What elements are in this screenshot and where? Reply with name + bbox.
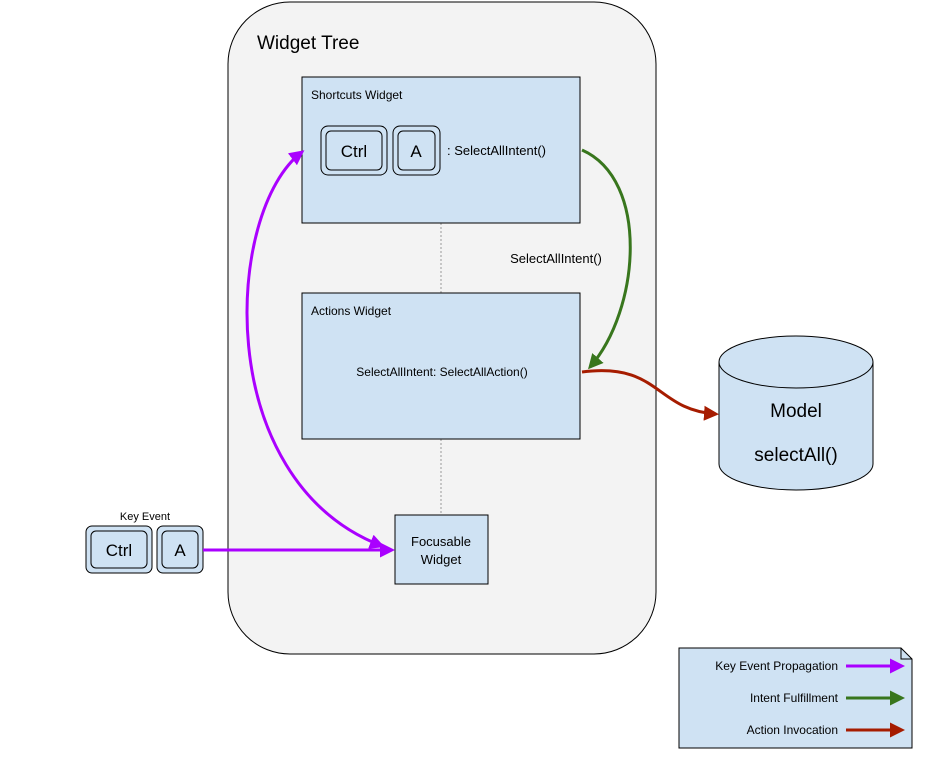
shortcuts-widget[interactable]: Shortcuts Widget Ctrl A : SelectAllInten…	[301, 76, 581, 224]
key-event-key-ctrl: Ctrl	[85, 525, 153, 574]
fulfillment-arrow	[581, 148, 632, 370]
key-event-key-ctrl-inner	[90, 530, 148, 569]
legend-label-propagation: Key Event Propagation	[715, 659, 838, 673]
shortcuts-widget-title: Shortcuts Widget	[311, 88, 403, 102]
key-event-key-a: A	[156, 525, 204, 574]
legend-label-invocation: Action Invocation	[747, 723, 838, 737]
actions-widget-title: Actions Widget	[311, 304, 392, 318]
key-event-key-ctrl-label: Ctrl	[106, 541, 132, 560]
key-event: Key Event Ctrl A	[85, 511, 204, 574]
legend-box	[678, 647, 913, 749]
model-title: Model	[770, 401, 822, 422]
focusable-widget[interactable]: Focusable Widget	[394, 514, 489, 585]
key-event-label: Key Event	[120, 511, 170, 523]
model-method: selectAll()	[754, 445, 837, 466]
shortcut-binding-text: : SelectAllIntent()	[447, 143, 546, 158]
shortcut-key-ctrl: Ctrl	[320, 125, 388, 176]
intent-label: SelectAllIntent()	[510, 251, 602, 266]
focusable-widget-line1: Focusable	[411, 534, 471, 549]
key-event-key-a-inner	[161, 530, 199, 569]
focusable-widget-line2: Widget	[421, 552, 462, 567]
model-cylinder-top	[718, 335, 874, 389]
legend-label-fulfillment: Intent Fulfillment	[750, 691, 839, 705]
widget-tree-title: Widget Tree	[257, 33, 359, 54]
key-event-key-a-label: A	[174, 541, 186, 560]
focusable-widget-box	[394, 514, 489, 585]
model-store[interactable]: Model selectAll()	[718, 335, 874, 491]
actions-widget[interactable]: Actions Widget SelectAllIntent: SelectAl…	[301, 292, 581, 440]
model-cylinder-body	[718, 362, 874, 491]
propagation-arrow	[245, 150, 385, 549]
legend: Key Event Propagation Intent Fulfillment…	[678, 647, 913, 749]
shortcut-key-ctrl-label: Ctrl	[341, 142, 367, 161]
invocation-arrow	[581, 369, 719, 421]
shortcut-key-a-label: A	[410, 142, 422, 161]
actions-mapping-text: SelectAllIntent: SelectAllAction()	[356, 365, 527, 379]
shortcut-key-a-inner	[397, 130, 436, 171]
shortcut-key-a: A	[392, 125, 441, 176]
